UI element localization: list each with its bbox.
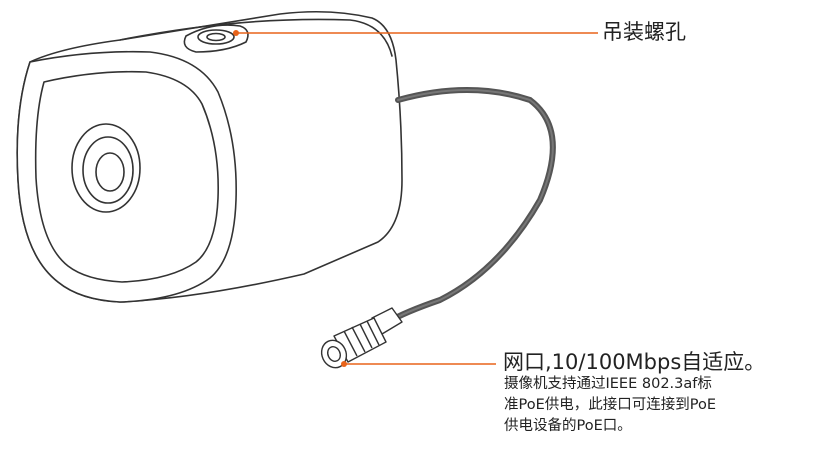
network-port-description-line: 摄像机支持通过IEEE 802.3af标 [504,376,712,392]
network-port-description-line: 准PoE供电，此接口可连接到PoE [504,397,717,413]
camera-body-illustration [16,10,403,303]
camera-cable [385,87,556,325]
network-port-leader-dot [341,361,347,367]
mount-hole-label: 吊装螺孔 [602,20,686,44]
network-port-label: 网口,10/100Mbps自适应。 [503,350,766,374]
connector-face-inner [327,346,341,362]
network-port-description: 摄像机支持通过IEEE 802.3af标 准PoE供电，此接口可连接到PoE 供… [504,374,716,437]
mount-hole-inner-icon [206,32,226,42]
rj45-connector-illustration [320,307,403,369]
mount-hole-leader-dot [233,30,239,36]
lens-inner-icon [95,152,125,192]
camera-cable-highlight [387,89,554,323]
network-port-description-line: 供电设备的PoE口。 [504,418,632,434]
